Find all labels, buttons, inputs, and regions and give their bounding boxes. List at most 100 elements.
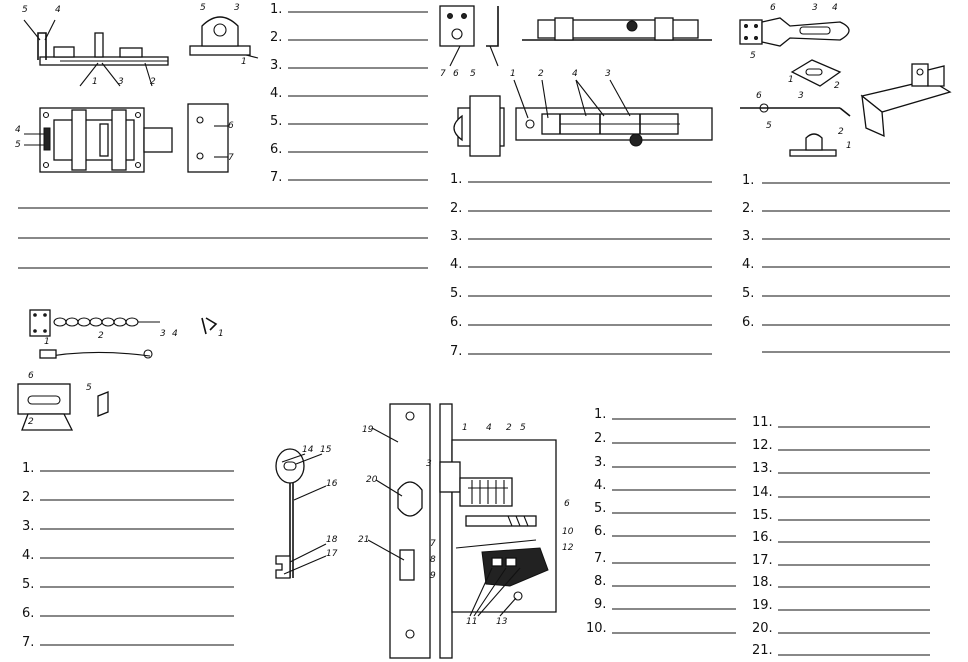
- callout: 11: [466, 617, 477, 627]
- callout: 6: [453, 69, 459, 79]
- answer-number: 2.: [22, 490, 34, 505]
- answer-number: 6.: [594, 524, 606, 539]
- answer-number: 7.: [22, 635, 34, 650]
- callout: 19: [362, 425, 374, 435]
- answer-number: 3.: [22, 519, 34, 534]
- chain-parts: [17, 383, 109, 431]
- callout: 17: [326, 549, 338, 559]
- hasp-drawings: 6 3 4 5 1 2 6 3 5 2 1: [739, 3, 952, 157]
- callout: 3: [160, 329, 166, 339]
- barrel-answer-list: 1. 2. 3. 4. 5. 6. 7.: [450, 172, 712, 359]
- callout: 5: [766, 121, 772, 131]
- callout: 13: [496, 617, 508, 627]
- answer-number: 2.: [594, 431, 606, 446]
- answer-number: 13.: [752, 461, 773, 476]
- callout: 3: [234, 3, 240, 13]
- answer-number: 7.: [594, 551, 606, 566]
- hasp-pin: [740, 103, 851, 117]
- answer-number: 12.: [752, 438, 773, 453]
- answer-number: 21.: [752, 643, 773, 658]
- bolt-callouts: 7 6 5 1 2 4 3: [440, 69, 631, 119]
- callout: 3: [605, 69, 611, 79]
- chain-assembly: [29, 309, 218, 359]
- callout: 4: [55, 5, 61, 15]
- callout: 3: [118, 77, 124, 87]
- answer-number: 6.: [22, 606, 34, 621]
- callout: 3: [812, 3, 818, 13]
- callout: 2: [28, 417, 34, 427]
- hasp-staple: [789, 133, 837, 157]
- callout: 4: [572, 69, 578, 79]
- callout: 1: [92, 77, 98, 87]
- answer-number: 18.: [752, 575, 773, 590]
- callout: 4: [15, 125, 21, 135]
- callout: 5: [200, 3, 206, 13]
- answer-number: 10.: [586, 621, 607, 636]
- answer-number: 5.: [742, 286, 754, 301]
- callout: 5: [22, 5, 28, 15]
- latch-bracket-views: [187, 16, 259, 173]
- callout: 18: [326, 535, 338, 545]
- answer-number: 2.: [742, 201, 754, 216]
- bolt-side-view: [522, 17, 712, 41]
- callout: 14: [302, 445, 314, 455]
- callout: 8: [430, 555, 436, 565]
- answer-number: 14.: [752, 485, 773, 500]
- lock-answer-list-left: 1. 2. 3. 4. 5. 6. 7. 8. 9. 10.: [586, 407, 736, 636]
- answer-number: 1.: [22, 461, 34, 476]
- answer-number: 4.: [270, 86, 282, 101]
- answer-number: 2.: [270, 30, 282, 45]
- answer-number: 5.: [22, 577, 34, 592]
- bolt-plate-views: [439, 5, 499, 67]
- callout: 2: [838, 127, 844, 137]
- answer-number: 19.: [752, 598, 773, 613]
- callout: 15: [320, 445, 332, 455]
- answer-number: 5.: [594, 501, 606, 516]
- callout: 10: [562, 527, 574, 537]
- callout: 7: [440, 69, 446, 79]
- callout: 5: [86, 383, 92, 393]
- callout: 12: [562, 543, 574, 553]
- latch-callouts: 5 4 3 1 2 4 5 5 3 1 6 7: [15, 3, 247, 163]
- callout: 1: [510, 69, 516, 79]
- bolt-keeper-view: [453, 95, 505, 157]
- answer-number: 4.: [22, 548, 34, 563]
- callout: 2: [506, 423, 512, 433]
- callout: 20: [366, 475, 378, 485]
- callout: 5: [470, 69, 476, 79]
- callout: 1: [846, 141, 852, 151]
- answer-number: 3.: [450, 229, 462, 244]
- hasp-staple-plate: [790, 59, 842, 87]
- callout: 21: [358, 535, 369, 545]
- answer-number: 4.: [450, 257, 462, 272]
- chain-answer-list: 1. 2. 3. 4. 5. 6. 7.: [22, 461, 234, 650]
- faceplate: [389, 403, 431, 659]
- callout: 1: [241, 57, 247, 67]
- callout: 1: [788, 75, 794, 85]
- hasp-callouts: 6 3 4 5 1 2 6 3 5 2 1: [750, 3, 852, 151]
- callout: 1: [44, 337, 50, 347]
- answer-number: 15.: [752, 508, 773, 523]
- callout: 7: [228, 153, 234, 163]
- callout: 6: [770, 3, 776, 13]
- answer-number: 20.: [752, 621, 773, 636]
- answer-number: 2.: [450, 201, 462, 216]
- hasp-strap: [739, 17, 850, 47]
- callout: 6: [228, 121, 234, 131]
- bolt-plan-view: [515, 107, 713, 147]
- front-edge: [439, 403, 453, 659]
- answer-number: 1.: [594, 407, 606, 422]
- answer-number: 5.: [450, 286, 462, 301]
- barrel-bolt-drawings: 7 6 5 1 2 4 3: [439, 5, 713, 157]
- callout: 2: [834, 81, 840, 91]
- callout: 4: [172, 329, 178, 339]
- answer-number: 6.: [270, 142, 282, 157]
- answer-number: 11.: [752, 415, 773, 430]
- callout: 1: [462, 423, 468, 433]
- answer-number: 3.: [742, 229, 754, 244]
- answer-number: 1.: [270, 2, 282, 17]
- answer-number: 8.: [594, 574, 606, 589]
- answer-number: 1.: [450, 172, 462, 187]
- answer-number: 3.: [594, 455, 606, 470]
- chain-callouts: 1 2 3 4 1 6 5 2: [28, 329, 224, 427]
